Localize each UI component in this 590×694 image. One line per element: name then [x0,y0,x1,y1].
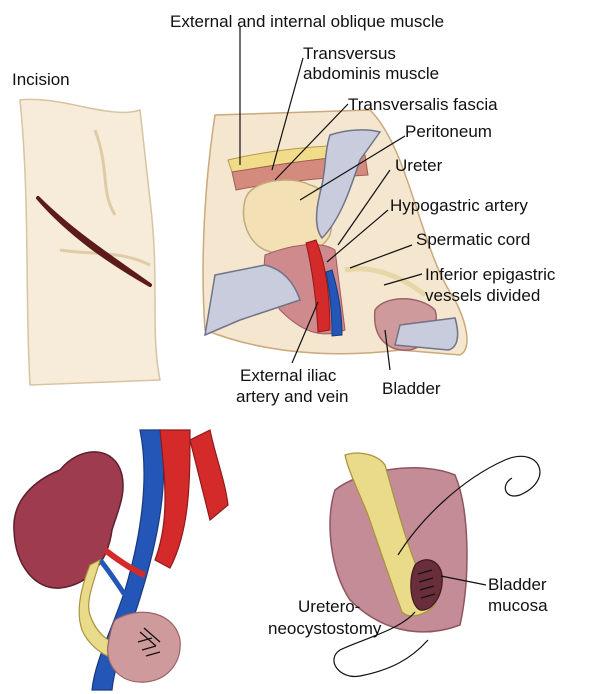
label-bladder-mucosa-2: mucosa [488,596,548,616]
label-transversus: Transversus [303,44,396,64]
label-transversalis-fascia: Transversalis fascia [348,95,498,115]
label-transversus-2: abdominis muscle [303,64,439,84]
incision-panel [20,99,160,385]
label-oblique-muscle: External and internal oblique muscle [170,12,444,32]
iliac-artery-branch [190,430,228,520]
label-external-iliac-2: artery and vein [236,387,348,407]
label-spermatic-cord: Spermatic cord [416,230,530,250]
label-external-iliac: External iliac [240,366,336,386]
label-peritoneum: Peritoneum [405,122,492,142]
transplant-panel [14,430,228,690]
label-bladder: Bladder [382,379,441,399]
label-inferior-epigastric-2: vessels divided [425,286,540,306]
label-incision: Incision [12,70,70,90]
label-inferior-epigastric: Inferior epigastric [425,265,555,285]
recipient-bladder [108,612,181,682]
label-ureter: Ureter [395,156,442,176]
label-ureteroneocystostomy: Uretero- [298,597,360,617]
label-ureteroneocystostomy-2: neocystostomy [268,619,381,639]
neocystostomy-panel [330,453,540,676]
label-bladder-mucosa: Bladder [488,575,547,595]
label-hypogastric-artery: Hypogastric artery [390,196,528,216]
